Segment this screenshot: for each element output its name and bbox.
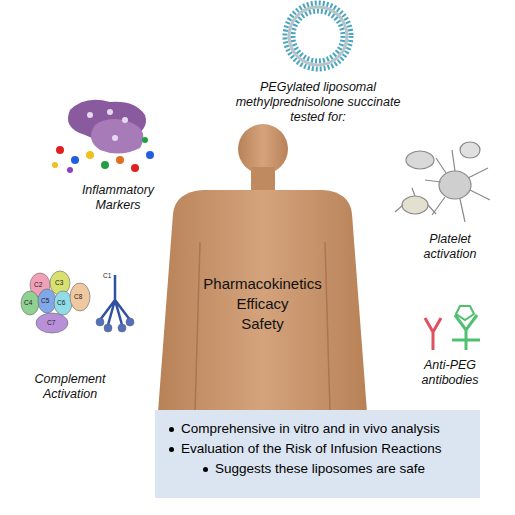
liposome-caption: PEGylated liposomal methylprednisolone s… [228,80,408,125]
complement-component: C8 [74,293,82,300]
center-text-group: PharmacokineticsEfficacySafety [155,274,370,334]
icon-label: Inflammatory Markers [73,183,163,213]
complement-component: C1 [103,272,111,279]
center-text: Efficacy [155,294,370,314]
inflammatory-cells-icon [52,100,154,173]
bullet-item: Evaluation of the Risk of Infusion React… [155,439,480,459]
bullet-item: Suggests these liposomes are safe [155,459,480,479]
bullet-text: Comprehensive in vitro and in vivo analy… [181,421,440,436]
human-silhouette: PharmacokineticsEfficacySafety [155,122,370,412]
complement-component: C7 [47,319,55,326]
bullet-dot [203,467,208,472]
icon-label: Anti-PEG antibodies [410,358,490,388]
complement-component: C4 [24,299,32,306]
bullet-text: Suggests these liposomes are safe [215,461,425,476]
liposome-icon [285,3,351,69]
bullet-item: Comprehensive in vitro and in vivo analy… [155,419,480,439]
icon-label: Complement Activation [25,372,115,402]
bullet-text: Evaluation of the Risk of Infusion React… [181,441,441,456]
head-shape [238,124,288,174]
silhouette-shape [155,122,370,412]
complement-component: C3 [55,279,63,286]
icon-label: Platelet activation [410,232,490,262]
antibody-icon [425,306,480,350]
summary-box: Comprehensive in vitro and in vivo analy… [155,410,480,498]
bullet-dot [169,427,174,432]
complement-component: C2 [34,281,42,288]
bullet-dot [169,447,174,452]
complement-component: C5 [41,297,49,304]
platelet-icon [395,142,490,222]
complement-component: C6 [57,299,65,306]
center-text: Safety [155,314,370,334]
center-text: Pharmacokinetics [155,274,370,294]
complement-icon [21,271,134,333]
